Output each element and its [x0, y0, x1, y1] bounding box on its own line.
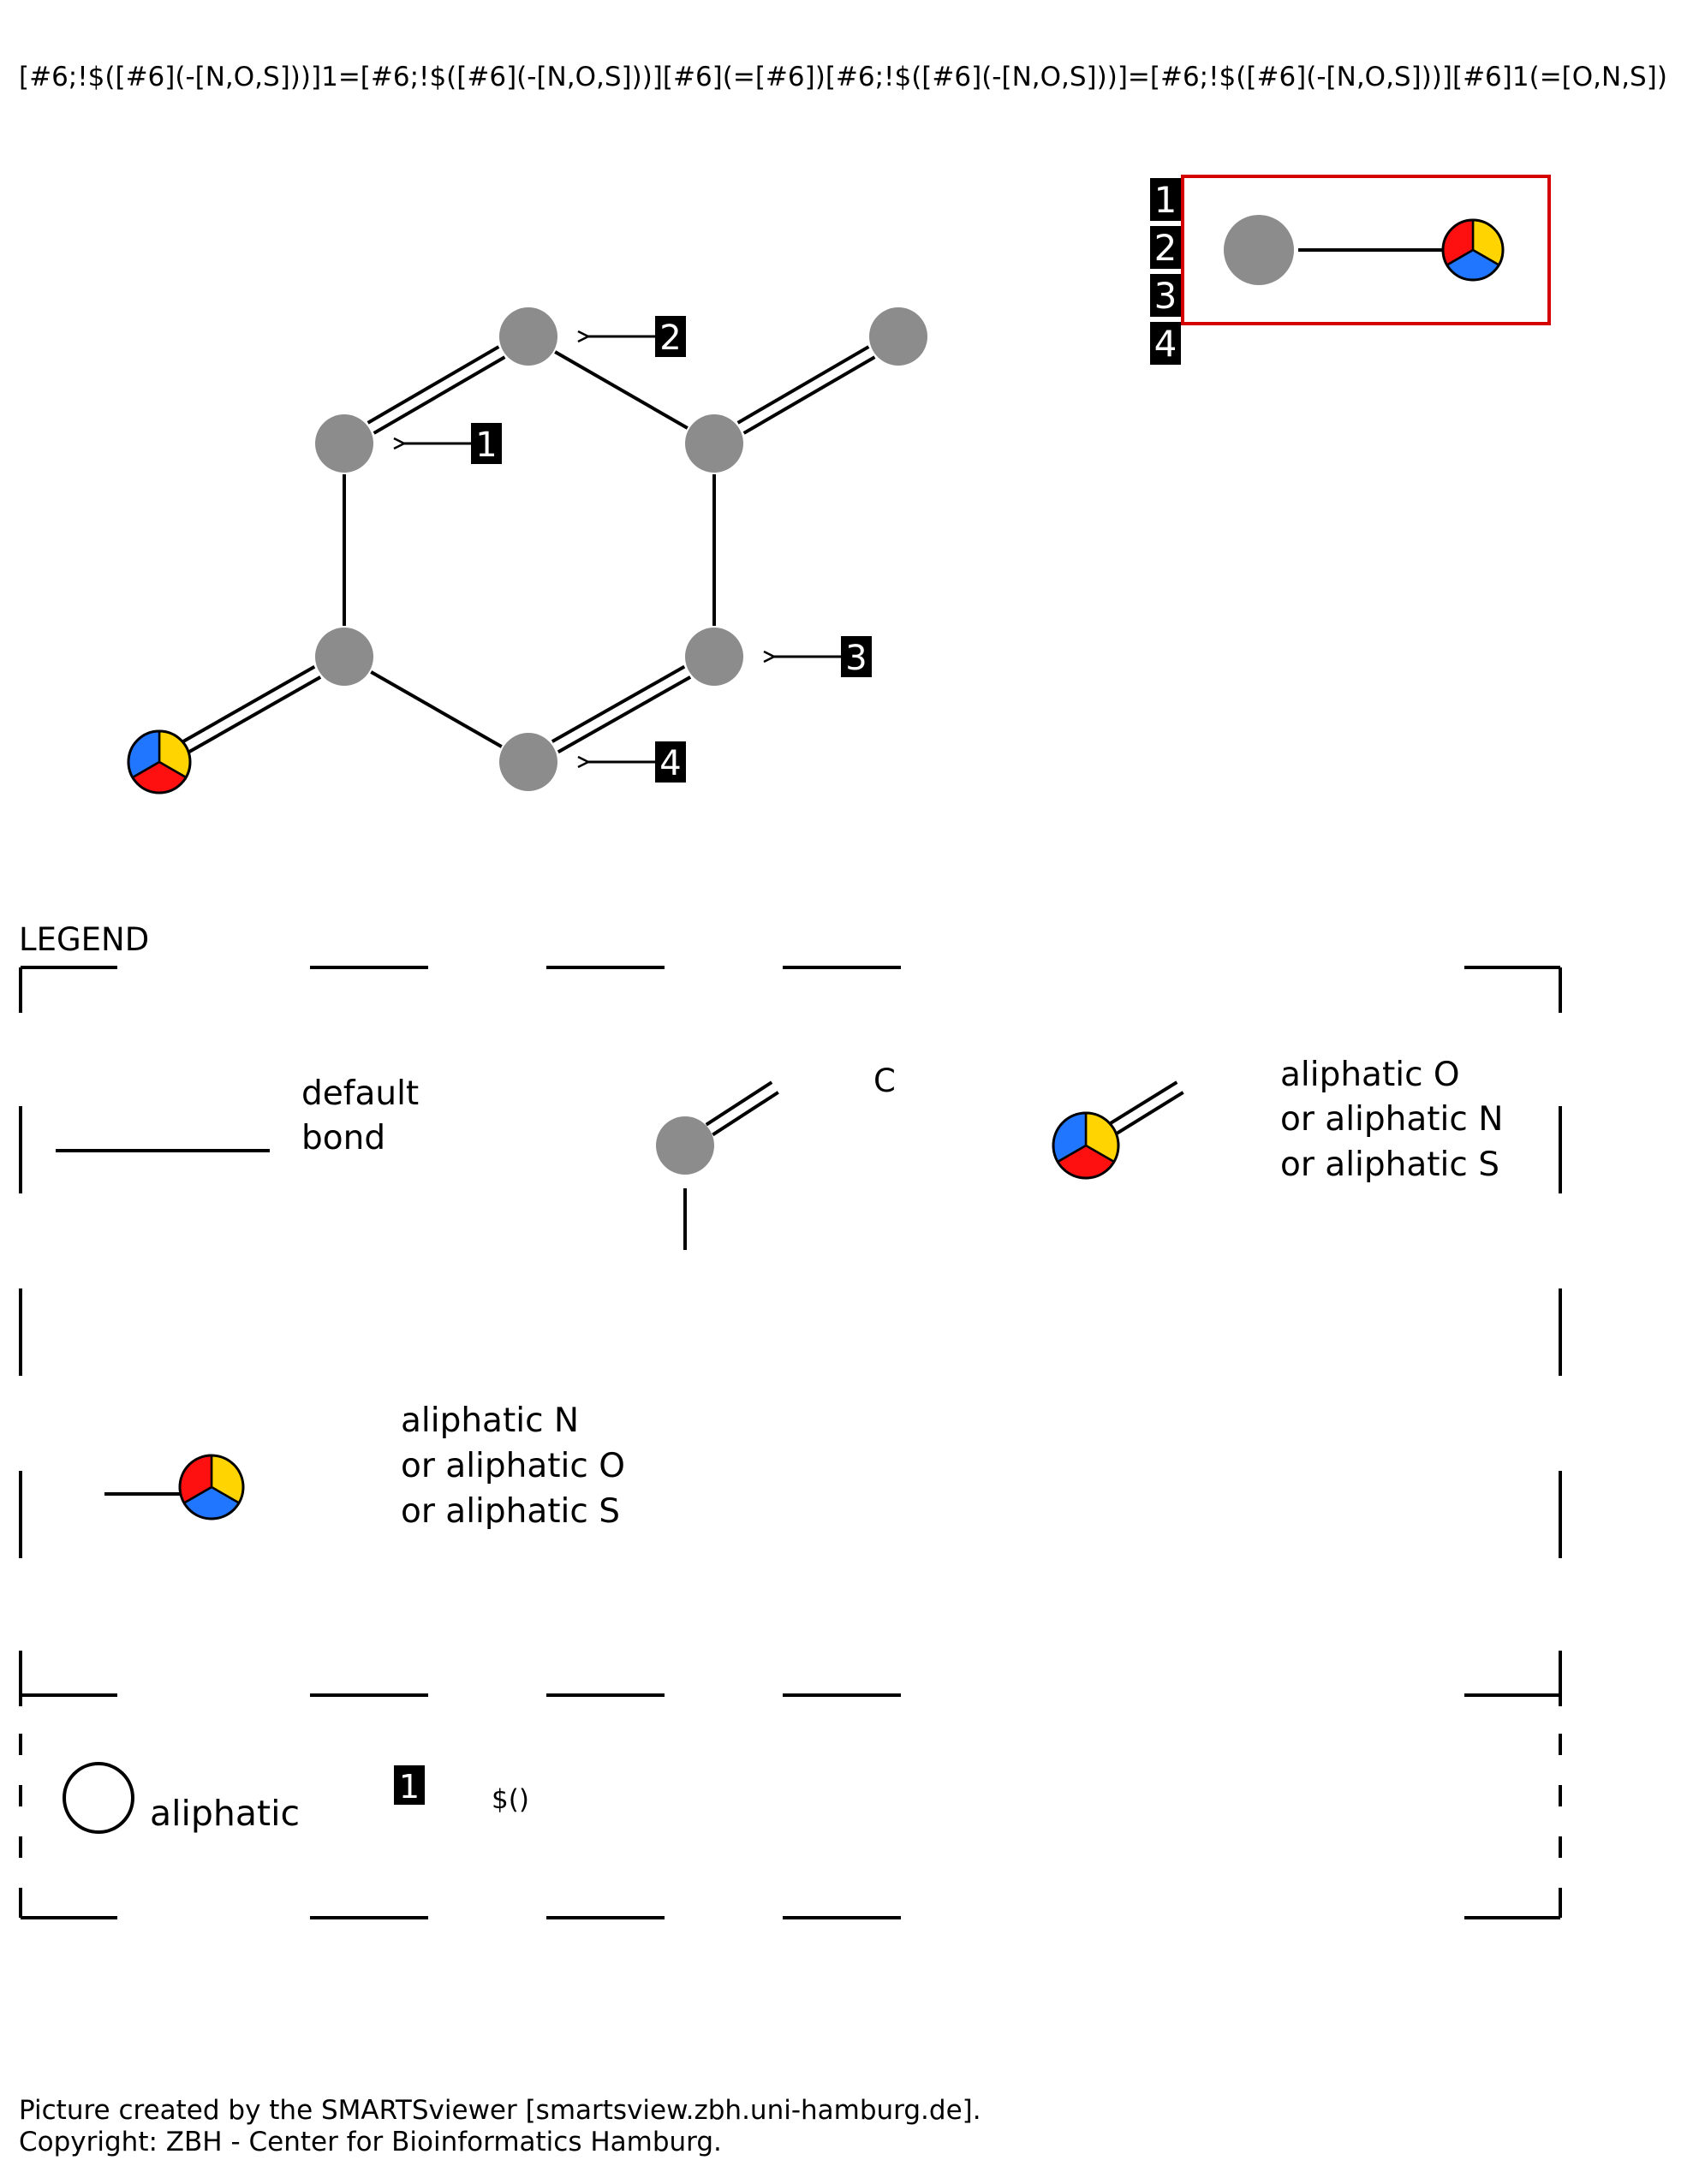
- legend-ons-line2: or aliphatic N: [1280, 1100, 1503, 1139]
- legend-title: LEGEND: [19, 921, 149, 958]
- single-bond: [370, 670, 503, 748]
- double-bond: [551, 664, 692, 754]
- double-bond: [705, 1080, 779, 1137]
- recursive-heteroatom-pie: [1441, 218, 1505, 282]
- marker-label: 1: [475, 425, 497, 465]
- recursive-group: 1 2 3 4: [1150, 175, 1551, 365]
- legend-aliphatic: aliphatic: [63, 1762, 300, 1834]
- atoms: [127, 307, 927, 794]
- carbon-atom: [499, 733, 557, 791]
- legend-carbon-label: C: [873, 1062, 896, 1099]
- marker-label: 2: [659, 318, 681, 358]
- legend-ons-line3: or aliphatic S: [1280, 1146, 1499, 1184]
- legend-marker: 1: [394, 1765, 425, 1806]
- footer-line1: Picture created by the SMARTSviewer [sma…: [19, 2095, 981, 2126]
- carbon-atom: [869, 307, 927, 366]
- legend-carbon-atom: [656, 1116, 714, 1175]
- legend-nos-line2: or aliphatic O: [401, 1447, 625, 1485]
- legend-ons-pie-icon: [1052, 1111, 1120, 1180]
- marker-label: 3: [845, 639, 867, 678]
- legend-aliphatic-circle: [63, 1762, 134, 1834]
- legend-recursive-label: $(): [492, 1784, 529, 1815]
- marker-box: [841, 636, 872, 677]
- double-bond: [367, 345, 506, 435]
- recursive-box: [1181, 175, 1551, 325]
- carbon-atom: [315, 414, 373, 473]
- marker-box: [655, 741, 686, 783]
- legend-ons-line1: aliphatic O: [1280, 1056, 1460, 1094]
- recursive-marker-box: [1150, 178, 1181, 221]
- legend-ons-atom: aliphatic O or aliphatic N or aliphatic …: [1052, 1056, 1503, 1184]
- recursive-marker-box: [1150, 274, 1181, 317]
- carbon-atom: [315, 628, 373, 686]
- legend-nos-line1: aliphatic N: [401, 1401, 579, 1440]
- marker-box: [655, 316, 686, 357]
- molecule: 1 2 3 4: [127, 307, 927, 794]
- atom-markers: 1 2 3 4: [404, 316, 872, 783]
- recursive-marker-label: 4: [1154, 323, 1177, 365]
- legend-marker-label: 1: [399, 1768, 420, 1806]
- recursive-marker-box: [1150, 226, 1181, 269]
- legend-default-bond: default bond: [56, 1074, 419, 1157]
- legend-nos-pie-icon: [178, 1454, 245, 1520]
- recursive-marker-label: 3: [1154, 275, 1177, 317]
- legend-default-bond-line2: bond: [301, 1119, 385, 1157]
- marker-label: 4: [659, 744, 681, 783]
- legend-default-bond-line1: default: [301, 1074, 419, 1113]
- double-bond: [736, 345, 876, 435]
- legend-carbon: C: [656, 1062, 896, 1250]
- marker-box: [471, 423, 502, 464]
- legend-aliphatic-label: aliphatic: [150, 1793, 300, 1834]
- double-bond: [1106, 1080, 1184, 1137]
- footer-line2: Copyright: ZBH - Center for Bioinformati…: [19, 2127, 722, 2157]
- single-bond: [554, 350, 689, 430]
- smarts-string: [#6;!$([#6](-[N,O,S]))]1=[#6;!$([#6](-[N…: [19, 62, 1667, 92]
- legend-frame: [19, 966, 1562, 1919]
- heteroatom-pie: [127, 729, 192, 794]
- legend-nos-line3: or aliphatic S: [401, 1492, 620, 1531]
- carbon-atom: [685, 414, 743, 473]
- legend-nos-atom: aliphatic N or aliphatic O or aliphatic …: [104, 1401, 625, 1531]
- carbon-atom: [499, 307, 557, 366]
- double-bond: [182, 664, 322, 754]
- recursive-marker-label: 1: [1154, 179, 1177, 221]
- recursive-marker-label: 2: [1154, 227, 1177, 269]
- recursive-marker-box: [1150, 322, 1181, 365]
- recursive-carbon-atom: [1224, 215, 1294, 285]
- carbon-atom: [685, 628, 743, 686]
- bonds: [182, 345, 876, 754]
